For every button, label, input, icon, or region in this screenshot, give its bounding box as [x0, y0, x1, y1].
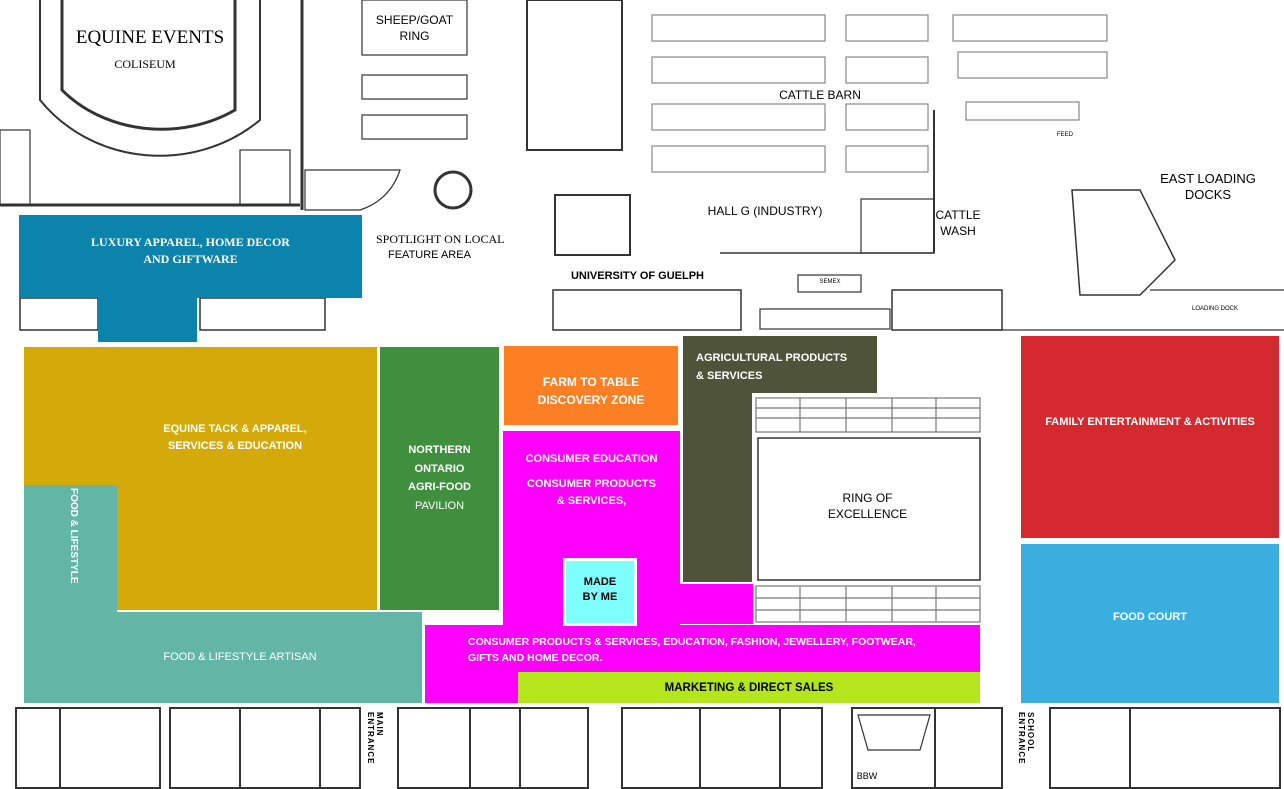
zone-farm-to-table[interactable] — [504, 346, 678, 425]
label-line: ONTARIO — [414, 462, 465, 475]
label-line: EQUINE TACK & APPAREL, — [163, 423, 307, 435]
label-line: RING OF — [842, 491, 893, 505]
farm-to-table-label: FARM TO TABLE DISCOVERY ZONE — [504, 373, 678, 409]
made-by-me-label: MADE BY ME — [566, 575, 634, 605]
label-line: WASH — [940, 224, 976, 238]
label-line: BY ME — [582, 591, 618, 603]
cattle-barn-label: CATTLE BARN — [779, 88, 861, 102]
family-entertainment-label: FAMILY ENTERTAINMENT & ACTIVITIES — [1045, 416, 1255, 428]
zone-family-entertainment[interactable] — [1021, 336, 1279, 538]
zone-consumer-mid[interactable] — [680, 584, 753, 624]
label-line: AGRICULTURAL PRODUCTS — [696, 352, 848, 364]
label-line: SPOTLIGHT ON LOCAL — [376, 232, 505, 246]
label-line: CONSUMER PRODUCTS & SERVICES, EDUCATION,… — [468, 636, 916, 648]
bbw-label: BBW — [856, 771, 878, 781]
ring-bleachers — [755, 397, 981, 623]
label-line: GIFTS AND HOME DECOR. — [468, 652, 603, 664]
label-line: SERVICES & EDUCATION — [167, 440, 303, 452]
main-entrance-label[interactable]: MAIN ENTRANCE — [366, 712, 384, 765]
label-line: CONSUMER EDUCATION — [525, 453, 658, 465]
zone-northern-ontario[interactable] — [380, 347, 499, 610]
label-line: NORTHERN — [408, 444, 471, 456]
university-label: UNIVERSITY OF GUELPH — [570, 270, 705, 282]
agricultural-label: AGRICULTURAL PRODUCTS & SERVICES — [696, 349, 847, 385]
label-line: MADE — [583, 576, 617, 588]
sheep-goat-ring-label: SHEEP/GOAT RING — [362, 12, 467, 44]
food-lifestyle-artisan-label: FOOD & LIFESTYLE ARTISAN — [163, 651, 317, 663]
ring-of-excellence — [757, 437, 981, 581]
zone-equine-tack-lower[interactable] — [117, 485, 377, 610]
label-line: AND GIFTWARE — [143, 252, 238, 266]
label-line: DOCKS — [1184, 187, 1232, 202]
label-line: DISCOVERY ZONE — [537, 393, 645, 407]
label-line: & SERVICES, — [556, 495, 627, 507]
zone-marketing[interactable] — [518, 672, 980, 703]
cattle-pens — [651, 14, 1108, 173]
equine-events-label: EQUINE EVENTS — [75, 27, 225, 48]
label-line: LUXURY APPAREL, HOME DECOR — [91, 235, 290, 249]
zone-made-by-me[interactable] — [563, 558, 637, 626]
label-line: FEATURE AREA — [388, 249, 471, 261]
zone-agricultural[interactable] — [683, 336, 877, 393]
label-line: CONSUMER PRODUCTS — [527, 478, 656, 490]
label-line: EAST LOADING — [1160, 171, 1256, 186]
loading-dock-label: LOADING DOCK — [1191, 306, 1238, 312]
label-line: CATTLE — [935, 208, 981, 222]
zone-food-court[interactable] — [1021, 544, 1279, 703]
zone-equine-tack[interactable] — [24, 347, 377, 485]
food-lifestyle-label: FOOD & LIFESTYLE — [68, 488, 79, 584]
consumer-upper-label: CONSUMER EDUCATION CONSUMER PRODUCTS & SER… — [503, 451, 680, 510]
marketing-label: MARKETING & DIRECT SALES — [664, 682, 834, 694]
label-line: AGRI-FOOD — [408, 481, 471, 493]
bottom-buildings — [15, 707, 1281, 789]
equine-tack-label: EQUINE TACK & APPAREL, SERVICES & EDUCATI… — [120, 421, 350, 455]
label-line: FARM TO TABLE — [542, 375, 640, 389]
hall-g-label: HALL G (INDUSTRY) — [707, 204, 823, 218]
coliseum-outline — [0, 0, 300, 207]
food-court-label: FOOD COURT — [1113, 611, 1187, 623]
school-entrance-label[interactable]: SCHOOL ENTRANCE — [1017, 712, 1035, 765]
coliseum-label: COLISEUM — [114, 57, 176, 71]
cattle-wash-label: CATTLE WASH — [925, 207, 991, 239]
northern-ontario-label: NORTHERN ONTARIO AGRI-FOOD PAVILION — [380, 441, 499, 515]
label-line: SHEEP/GOAT — [375, 13, 454, 27]
spotlight-label: SPOTLIGHT ON LOCAL FEATURE AREA — [376, 231, 516, 263]
zone-luxury-stem[interactable] — [98, 298, 197, 342]
luxury-label: LUXURY APPAREL, HOME DECOR AND GIFTWARE — [19, 234, 362, 268]
label-line: EXCELLENCE — [827, 507, 908, 521]
label-line: & SERVICES — [696, 370, 763, 382]
zone-luxury[interactable] — [19, 215, 362, 298]
zone-agricultural-lower[interactable] — [683, 393, 752, 582]
label-line: PAVILION — [414, 499, 465, 512]
label-line: RING — [399, 29, 430, 43]
feed-label: FEED — [1056, 132, 1073, 138]
ring-of-excellence-label: RING OF EXCELLENCE — [800, 490, 935, 522]
zone-food-lifestyle-artisan[interactable] — [24, 612, 422, 703]
semex-label: SEMEX — [819, 279, 841, 285]
consumer-lower-label: CONSUMER PRODUCTS & SERVICES, EDUCATION,… — [468, 634, 916, 666]
